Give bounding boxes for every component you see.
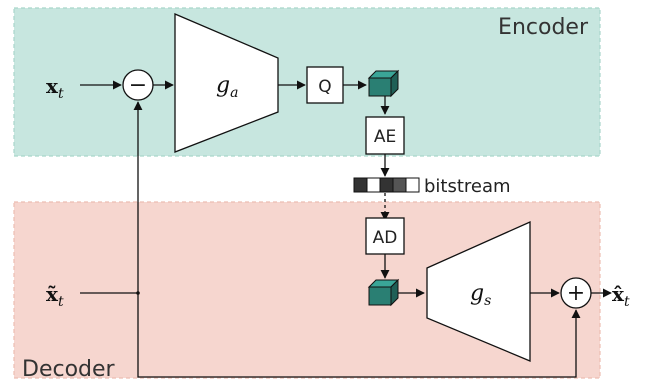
- output-x-hat-t: x̂t: [612, 282, 630, 310]
- input-x-tilde-t: x̃t: [46, 282, 64, 310]
- bitstream-cell: [405, 177, 420, 193]
- bitstream-label: bitstream: [424, 176, 511, 197]
- bitstream-cell: [379, 177, 394, 193]
- analysis-transform-ga: [174, 13, 279, 153]
- decoder-label: Decoder: [22, 357, 116, 381]
- bitstream-cell: [392, 177, 407, 193]
- arrow-xtilde-to-add: [137, 293, 581, 378]
- decoded-latent-cube: [367, 278, 400, 307]
- input-x-t: xt: [46, 74, 64, 102]
- encoder-label: Encoder: [498, 15, 589, 40]
- ga-label: ga: [216, 73, 238, 101]
- bitstream-cell: [353, 177, 368, 193]
- synthesis-transform-gs: [426, 220, 531, 362]
- junction-dot: [136, 291, 140, 295]
- gs-label: gs: [470, 281, 491, 309]
- arithmetic-decoder-box: [365, 217, 405, 255]
- bitstream-bar: [353, 177, 420, 193]
- subtract-symbol: −: [129, 73, 147, 98]
- bitstream-cell: [366, 177, 381, 193]
- arithmetic-decoder-label: AD: [373, 228, 398, 248]
- quantizer-box: [306, 66, 344, 104]
- quantizer-label: Q: [318, 77, 331, 97]
- arithmetic-encoder-box: [365, 116, 405, 155]
- quantized-latent-cube: [367, 69, 400, 98]
- arithmetic-encoder-label: AE: [374, 127, 396, 147]
- add-symbol: +: [567, 281, 585, 306]
